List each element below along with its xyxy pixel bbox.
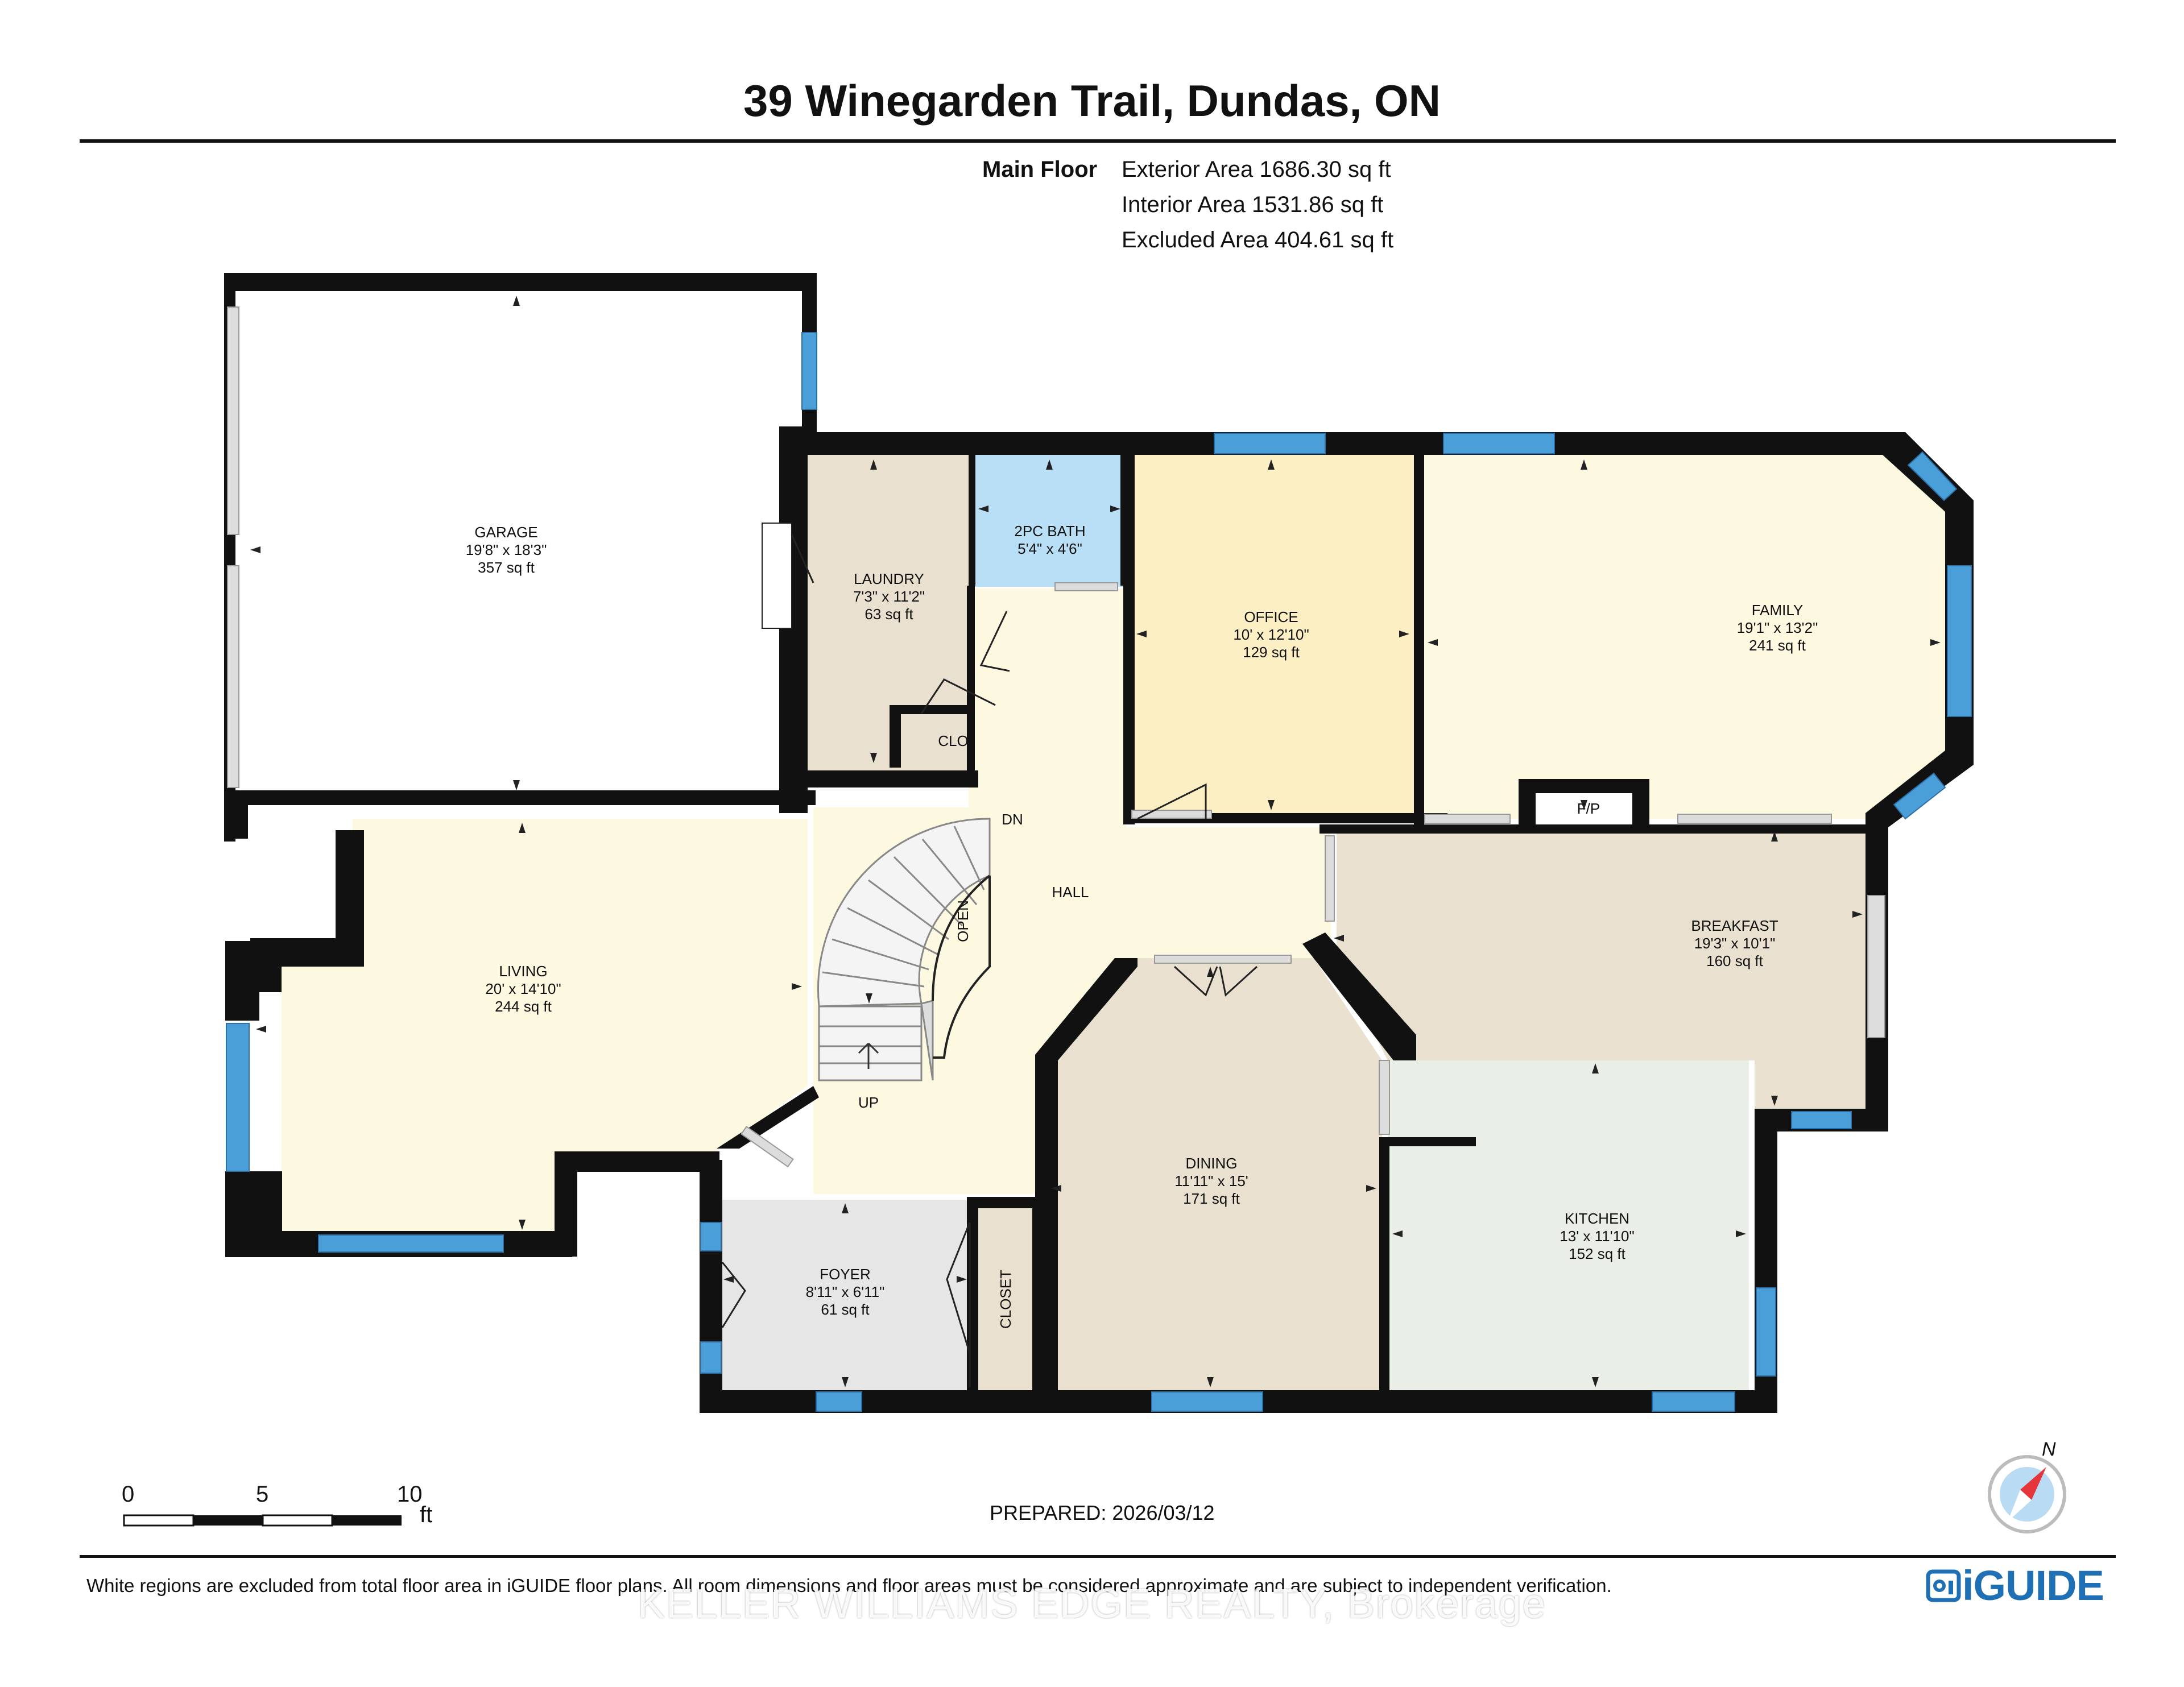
garage-area: 357 sq ft xyxy=(478,559,535,576)
office-label: OFFICE xyxy=(1244,608,1298,625)
room-fill-dining xyxy=(1046,958,1382,1390)
kitchen-area: 152 sq ft xyxy=(1569,1245,1626,1262)
room-fill-bath xyxy=(974,455,1126,587)
room-fill-hall xyxy=(813,588,1331,1194)
footer-note: White regions are excluded from total fl… xyxy=(86,1575,1612,1596)
dn-label: DN xyxy=(1002,811,1023,828)
open-rail-2 xyxy=(933,876,991,1059)
interior-area: Interior Area 1531.86 sq ft xyxy=(1122,192,1384,217)
floor-name: Main Floor xyxy=(982,157,1098,182)
kitchen-label: KITCHEN xyxy=(1565,1210,1629,1227)
fp-label: F/P xyxy=(1577,800,1600,817)
dining-dims: 11'11" x 15' xyxy=(1174,1172,1248,1189)
open-label: OPEN xyxy=(954,900,971,942)
family-label: FAMILY xyxy=(1752,602,1804,619)
page-title: 39 Winegarden Trail, Dundas, ON xyxy=(743,76,1441,126)
scale-unit: ft xyxy=(420,1502,433,1527)
room-fill-garage xyxy=(234,291,802,806)
garage-label: GARAGE xyxy=(474,524,537,541)
room-fill-office xyxy=(1132,455,1414,819)
room-fills xyxy=(234,291,1945,1390)
staircase xyxy=(817,818,991,1081)
dimension-markers xyxy=(250,296,1941,1387)
breakfast-dims: 19'3" x 10'1" xyxy=(1694,935,1776,952)
compass-icon xyxy=(1988,1455,2066,1533)
open-rail xyxy=(932,874,991,1001)
foyer-area: 61 sq ft xyxy=(821,1301,870,1318)
living-label: LIVING xyxy=(499,963,547,980)
scale-ten: 10 xyxy=(397,1482,423,1507)
compass-north: N xyxy=(2042,1439,2056,1460)
bath-label: 2PC BATH xyxy=(1014,523,1085,540)
room-fill-kitchen xyxy=(1388,1060,1749,1390)
windows xyxy=(226,332,1972,1412)
openings xyxy=(227,306,1885,1168)
room-fill-laundry xyxy=(808,455,969,770)
dining-area: 171 sq ft xyxy=(1183,1190,1240,1207)
living-dims: 20' x 14'10" xyxy=(485,980,561,997)
family-area: 241 sq ft xyxy=(1749,637,1806,654)
breakfast-label: BREAKFAST xyxy=(1691,917,1778,934)
room-labels: GARAGE 19'8" x 18'3" 357 sq ft LAUNDRY 7… xyxy=(466,523,1818,1329)
up-label: UP xyxy=(858,1094,879,1111)
garage-dims: 19'8" x 18'3" xyxy=(466,541,547,558)
scale-bar xyxy=(123,1514,402,1527)
watermark: KELLER WILLIAMS EDGE REALTY, Brokerage xyxy=(638,1581,1546,1627)
laundry-dims: 7'3" x 11'2" xyxy=(853,588,925,605)
laundry-label: LAUNDRY xyxy=(854,570,924,587)
scale-five: 5 xyxy=(256,1482,269,1507)
title-rule xyxy=(80,139,2116,143)
laundry-area: 63 sq ft xyxy=(864,606,913,623)
living-area: 244 sq ft xyxy=(495,998,552,1015)
clo-label: CLO xyxy=(938,732,968,749)
foyer-dims: 8'11" x 6'11" xyxy=(806,1283,885,1300)
room-fill-breakfast xyxy=(1337,827,1866,1109)
dining-label: DINING xyxy=(1186,1155,1238,1172)
room-fill-living xyxy=(282,819,808,1234)
closet-label: CLOSET xyxy=(997,1270,1014,1329)
exterior-area: Exterior Area 1686.30 sq ft xyxy=(1122,157,1391,182)
scale-zero: 0 xyxy=(122,1482,135,1507)
brand-name: iGUIDE xyxy=(1962,1561,2104,1609)
kitchen-dims: 13' x 11'10" xyxy=(1560,1228,1634,1245)
clo-fill xyxy=(896,711,969,768)
closet-fill xyxy=(978,1205,1034,1390)
breakfast-area: 160 sq ft xyxy=(1706,952,1764,969)
bath-dims: 5'4" x 4'6" xyxy=(1017,540,1082,557)
excluded-area: Excluded Area 404.61 sq ft xyxy=(1122,227,1394,252)
office-dims: 10' x 12'10" xyxy=(1233,626,1309,643)
room-fill-family xyxy=(1422,455,1945,819)
brand-logo: iGUIDE xyxy=(1926,1561,2104,1609)
office-area: 129 sq ft xyxy=(1243,644,1300,661)
hall-label: HALL xyxy=(1052,884,1089,901)
room-fill-foyer xyxy=(719,1200,973,1390)
family-dims: 19'1" x 13'2" xyxy=(1737,619,1818,636)
iguide-icon xyxy=(1926,1569,1961,1602)
foyer-label: FOYER xyxy=(820,1266,871,1283)
prepared-date: PREPARED: 2026/03/12 xyxy=(990,1501,1215,1524)
door-swings xyxy=(721,534,1258,1387)
footer-rule xyxy=(80,1555,2116,1558)
